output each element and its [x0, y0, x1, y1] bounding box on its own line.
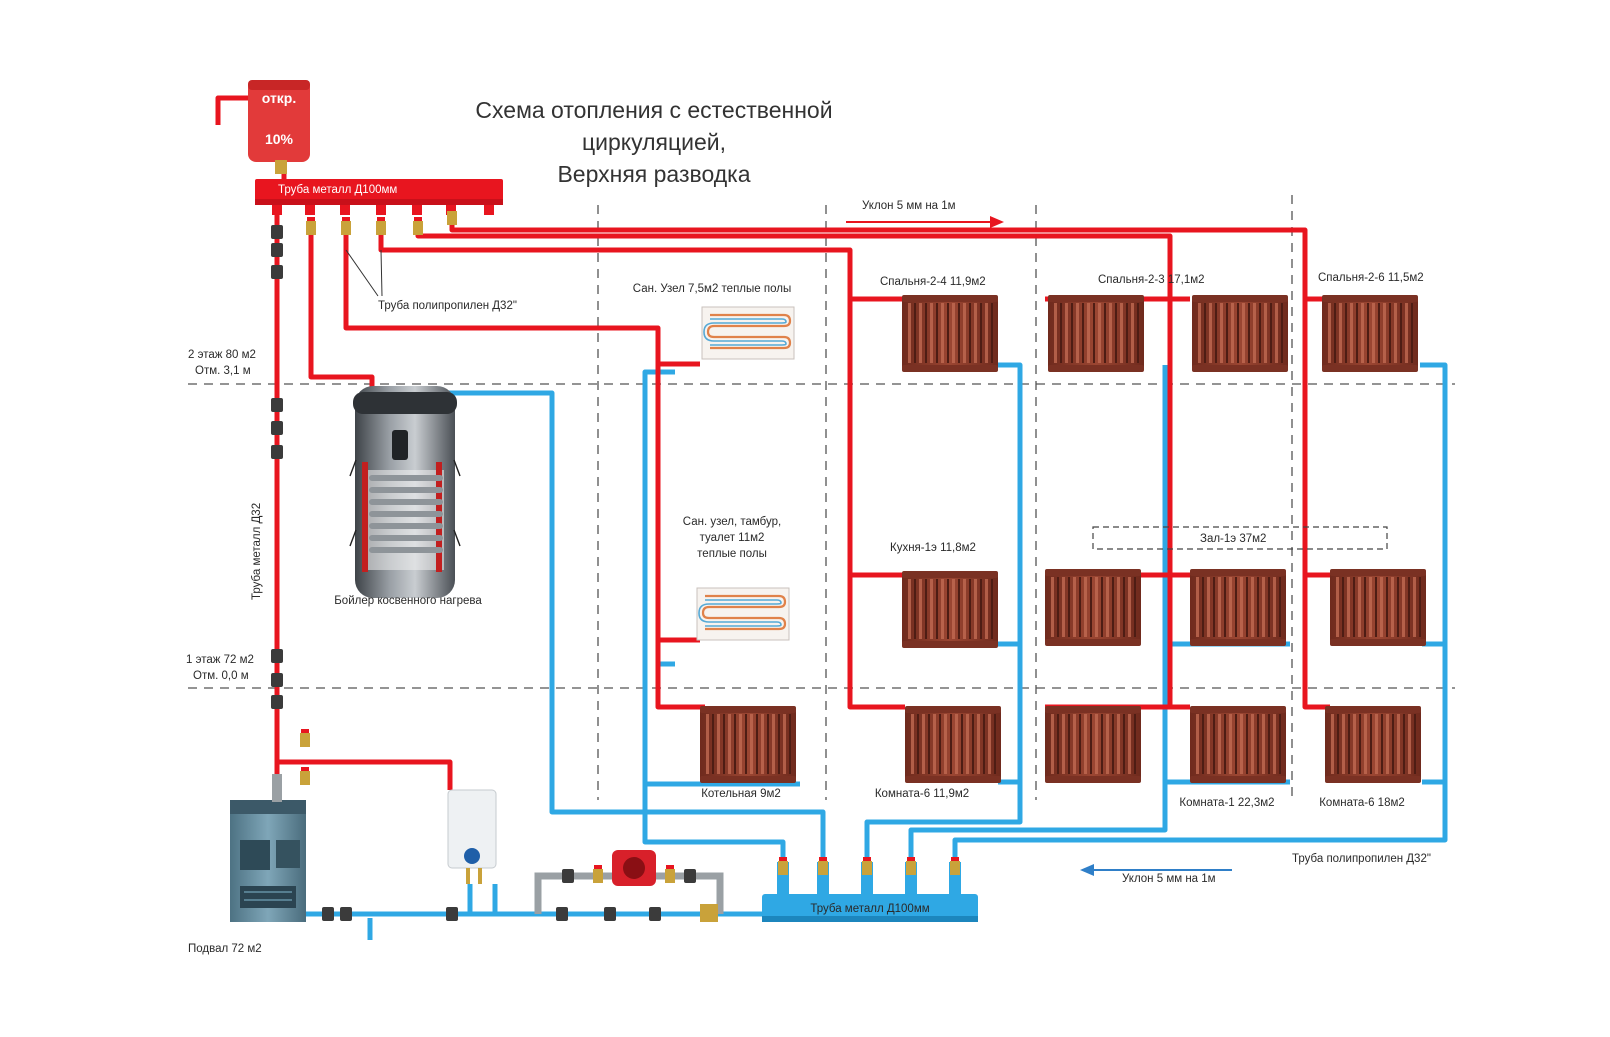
return-header: Труба металл Д100мм: [762, 862, 978, 922]
wall-boiler: [447, 789, 497, 884]
slope-bottom-label: Уклон 5 мм на 1м: [1122, 873, 1216, 885]
room-room6a: Комната-6 11,9м2: [875, 788, 969, 800]
expansion-tank: откр. 10%: [248, 80, 310, 174]
title-line-2: циркуляцией,: [582, 129, 726, 155]
room-san-top: Сан. Узел 7,5м2 теплые полы: [633, 283, 791, 295]
floor1-label: 1 этаж 72 м2: [186, 654, 254, 666]
solid-fuel-boiler: [230, 774, 306, 922]
pump-group: [534, 850, 724, 922]
slope-top-label: Уклон 5 мм на 1м: [862, 200, 956, 212]
title-line-1: Схема отопления с естественной: [475, 97, 832, 123]
indirect-boiler-label: Бойлер косвенного нагрева: [334, 595, 482, 607]
radiator-room6b: [1325, 706, 1421, 783]
room-bed23: Спальня-2-3 17,1м2: [1098, 274, 1205, 286]
radiator-room1-a: [1045, 706, 1141, 783]
radiator-boiler-room: [700, 706, 796, 783]
radiator-bed23-b: [1192, 295, 1288, 372]
return-header-label: Труба металл Д100мм: [810, 903, 929, 915]
room-san-mid-3: теплые полы: [697, 548, 767, 560]
room-san-mid-2: туалет 11м2: [700, 532, 765, 544]
radiator-bed23-a: [1048, 295, 1144, 372]
radiator-hall-a: [1045, 569, 1141, 646]
floor2-label: 2 этаж 80 м2: [188, 349, 256, 361]
pp-pipe-top-label: Труба полипропилен Д32": [378, 300, 517, 312]
floor-heating-top: [700, 305, 796, 361]
room-kitchen: Кухня-1э 11,8м2: [890, 542, 976, 554]
hall-zone-box: [1092, 526, 1388, 550]
title-line-3: Верхняя разводка: [557, 161, 750, 187]
radiator-hall-b: [1190, 569, 1286, 646]
radiator-hall-c: [1330, 569, 1426, 646]
radiator-room6a: [905, 706, 1001, 783]
radiator-bed26: [1322, 295, 1418, 372]
room-bed26: Спальня-2-6 11,5м2: [1318, 272, 1424, 284]
pp-pipe-bottom-label: Труба полипропилен Д32": [1292, 853, 1431, 865]
room-room1: Комната-1 22,3м2: [1179, 797, 1274, 809]
tank-percent-label: 10%: [265, 131, 294, 147]
room-bed24: Спальня-2-4 11,9м2: [880, 276, 986, 288]
room-san-mid-1: Сан. узел, тамбур,: [683, 516, 781, 528]
floor2-mark: Отм. 3,1 м: [195, 365, 251, 377]
room-hall: Зал-1э 37м2: [1200, 533, 1266, 545]
tank-open-label: откр.: [262, 90, 297, 106]
supply-header: Труба металл Д100мм: [255, 179, 503, 215]
floor-heating-mid: [695, 586, 791, 642]
riser-label: Труба металл Д32: [251, 503, 263, 600]
radiator-room1-b: [1190, 706, 1286, 783]
radiator-kitchen: [902, 571, 998, 648]
radiator-bed24: [902, 295, 998, 372]
basement-label: Подвал 72 м2: [188, 943, 262, 955]
indirect-boiler: [349, 386, 461, 598]
room-room6b: Комната-6 18м2: [1319, 797, 1405, 809]
room-boiler-room: Котельная 9м2: [701, 788, 781, 800]
supply-header-label: Труба металл Д100мм: [278, 184, 397, 196]
floor1-mark: Отм. 0,0 м: [193, 670, 249, 682]
